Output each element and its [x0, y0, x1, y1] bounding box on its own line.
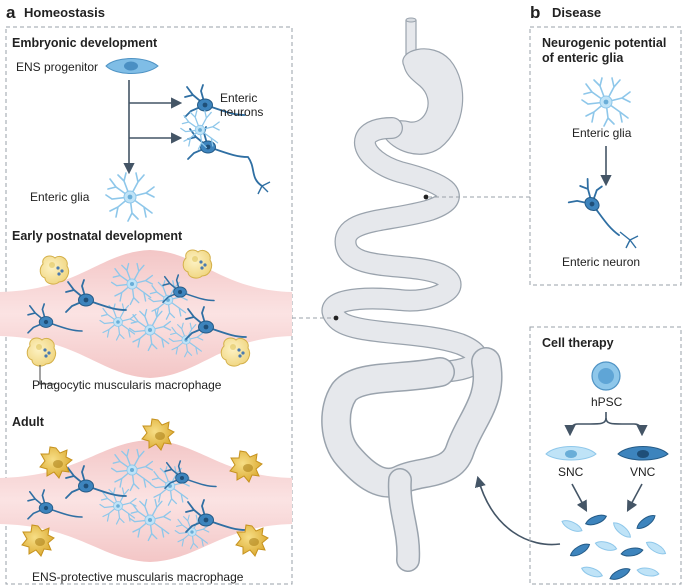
adult-heading: Adult — [12, 415, 45, 429]
enteric-neuron-2 — [187, 126, 271, 195]
snc-label: SNC — [558, 465, 584, 479]
enteric-glia-label: Enteric glia — [30, 190, 90, 204]
lineage-arrows — [123, 80, 183, 175]
therapy-heading: Cell therapy — [542, 336, 614, 350]
snc-cell — [545, 446, 597, 461]
phagocytic-macrophage-label: Phagocytic muscularis macrophage — [32, 378, 222, 392]
hpsc-label: hPSC — [591, 395, 623, 409]
vnc-cell — [617, 446, 669, 461]
gut-illustration — [321, 17, 503, 572]
hpsc-cell — [591, 361, 621, 391]
neurogenic-heading-1: Neurogenic potential — [542, 36, 666, 50]
differentiation-arrows — [571, 483, 643, 512]
phagocytic-pointer — [39, 365, 56, 385]
neurogenic-glia-cell — [581, 77, 631, 127]
neurogenic-heading-2: of enteric glia — [542, 51, 624, 65]
panel-a-title: Homeostasis — [24, 5, 105, 20]
enteric-glia-cell — [105, 172, 155, 222]
embryonic-heading: Embryonic development — [12, 36, 158, 50]
neurogenic-frame — [529, 26, 682, 286]
gut-marker-upper — [423, 194, 429, 200]
vnc-label: VNC — [630, 465, 656, 479]
enteric-neurons-label-2: neurons — [220, 105, 263, 119]
neurogenic-glia-label: Enteric glia — [572, 126, 632, 140]
ens-progenitor-cell — [105, 58, 159, 74]
ens-progenitor-label: ENS progenitor — [16, 60, 98, 74]
neurogenic-neuron-label: Enteric neuron — [562, 255, 640, 269]
gut-marker-lower — [333, 315, 339, 321]
panel-a-letter: a — [6, 3, 16, 22]
therapy-to-gut-arrow — [474, 475, 561, 546]
protective-macrophage-label: ENS-protective muscularis macrophage — [32, 570, 244, 584]
therapy-branch-arrows — [564, 412, 648, 437]
therapy-frame — [529, 326, 682, 585]
postnatal-heading: Early postnatal development — [12, 229, 183, 243]
panel-b-letter: b — [530, 3, 540, 22]
neurogenic-neuron-cell — [567, 175, 639, 249]
panel-b-title: Disease — [552, 5, 601, 20]
enteric-neurons-label-1: Enteric — [220, 91, 257, 105]
transplant-cell-mix — [561, 514, 667, 580]
